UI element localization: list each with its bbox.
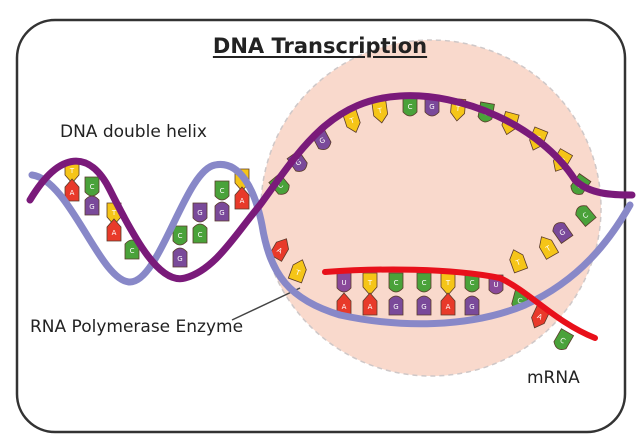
nucleotide-a: A: [64, 178, 80, 202]
nucleotide-g: G: [214, 201, 230, 222]
nucleotide-letter: T: [111, 209, 117, 217]
nucleotide-letter: A: [446, 303, 451, 311]
nucleotide-letter: T: [454, 105, 461, 113]
nucleotide-g: G: [192, 202, 208, 223]
diagram-title: DNA Transcription: [212, 34, 428, 58]
mrna-strand: [322, 266, 598, 341]
nucleotide-t: T: [509, 249, 529, 274]
nucleotide-letter: T: [367, 279, 373, 287]
nucleotide-letter: G: [558, 228, 567, 238]
nucleotide-a: A: [440, 292, 456, 316]
nucleotide-c: C: [214, 180, 230, 201]
nucleotide-a: A: [106, 218, 122, 242]
nucleotide-letter: T: [376, 107, 383, 116]
nucleotide-g: G: [172, 247, 188, 268]
nucleotide-c: C: [402, 96, 418, 117]
nucleotide-t: T: [287, 259, 307, 284]
nucleotide-letter: G: [177, 255, 182, 263]
nucleotide-letter: G: [469, 303, 474, 311]
nucleotide-letter: C: [408, 103, 413, 111]
nucleotide-letter: G: [89, 203, 94, 211]
nucleotide-g: G: [84, 195, 100, 216]
nucleotide-t: T: [362, 272, 378, 296]
nucleotide-letter: A: [368, 303, 373, 311]
nucleotide-g: G: [388, 295, 404, 316]
nucleotide-letter: C: [130, 247, 135, 255]
mrna-label: mRNA: [527, 368, 580, 388]
nucleotide-letter: G: [197, 209, 202, 217]
nucleotide-letter: C: [178, 232, 183, 240]
nucleotide-letter: G: [219, 209, 224, 217]
nucleotide-letter: G: [421, 303, 426, 311]
nucleotide-letter: C: [90, 183, 95, 191]
dna-double-helix-label: DNA double helix: [60, 122, 207, 142]
nucleotide-letter: C: [470, 279, 475, 287]
nucleotide-c: C: [464, 272, 480, 293]
nucleotide-t: T: [539, 236, 560, 260]
nucleotide-c: C: [172, 225, 188, 246]
nucleotide-letter: T: [293, 268, 301, 278]
rna-polymerase-label: RNA Polymerase Enzyme: [30, 317, 244, 337]
nucleotide-a: A: [362, 292, 378, 316]
nucleotide-letter: C: [581, 211, 590, 220]
polymerase-pointer-line: [231, 287, 301, 321]
nucleotide-c: C: [192, 223, 208, 244]
nucleotide-letter: A: [342, 303, 347, 311]
nucleotide-letter: A: [70, 189, 75, 197]
nucleotide-letter: T: [544, 244, 553, 254]
nucleotide-g: G: [416, 295, 432, 316]
nucleotide-letter: G: [318, 136, 327, 146]
nucleotide-letter: C: [276, 181, 285, 190]
nucleotide-letter: T: [514, 258, 522, 268]
nucleotide-letter: U: [493, 281, 498, 289]
nucleotide-c: C: [553, 328, 575, 350]
nucleotide-a: A: [234, 186, 250, 210]
nucleotide-letter: C: [516, 296, 523, 305]
nucleotide-letter: C: [558, 336, 566, 345]
dna-strand-purple: [26, 92, 636, 283]
nucleotide-letter: C: [220, 187, 225, 195]
nucleotide-g: G: [552, 222, 574, 244]
nucleotide-u: U: [336, 272, 352, 293]
nucleotide-letter: A: [112, 229, 117, 237]
nucleotide-letter: A: [240, 197, 245, 205]
nucleotide-c: C: [575, 205, 597, 227]
nucleotide-letter: U: [341, 279, 346, 287]
dna-strand-blue: [28, 161, 634, 328]
nucleotide-g: G: [424, 96, 440, 117]
nucleotide-letter: C: [422, 279, 427, 287]
nucleotide-letter: T: [69, 167, 75, 175]
nucleotide-letter: A: [536, 312, 544, 321]
nucleotide-c: C: [388, 272, 404, 293]
nucleotide-letter: C: [198, 231, 203, 239]
nucleotide-letter: C: [394, 279, 399, 287]
nucleotide-letter: T: [445, 279, 451, 287]
nucleotide-letter: G: [294, 158, 303, 168]
nucleotide-letter: A: [275, 246, 283, 255]
nucleotide-letter: G: [393, 303, 398, 311]
nucleotide-c: C: [84, 176, 100, 197]
nucleotide-a: A: [268, 238, 289, 262]
nucleotide-letter: G: [429, 103, 434, 111]
nucleotide-c: C: [416, 272, 432, 293]
nucleotide-g: G: [464, 295, 480, 316]
nucleotide-letter: T: [348, 116, 356, 125]
